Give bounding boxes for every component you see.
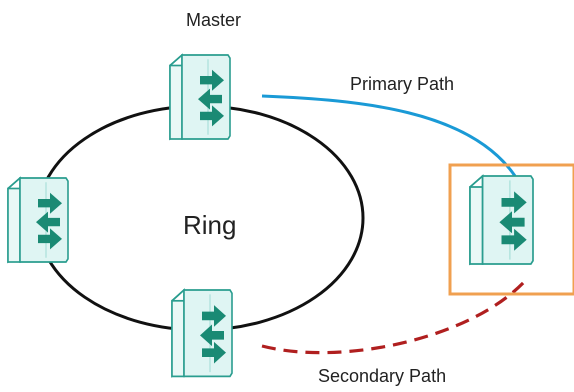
secondary-path-line	[261, 278, 528, 355]
ring-label: Ring	[183, 210, 237, 240]
left-switch-icon	[7, 177, 69, 263]
master-label: Master	[186, 10, 242, 30]
secondary-path-label: Secondary Path	[318, 366, 447, 386]
external-switch-highlight-box	[448, 163, 574, 296]
external-switch-icon	[469, 175, 534, 265]
master-switch-icon	[169, 54, 231, 140]
primary-path-label: Primary Path	[350, 74, 455, 94]
bottom-switch-icon	[171, 289, 233, 378]
primary-path-line	[261, 94, 517, 177]
